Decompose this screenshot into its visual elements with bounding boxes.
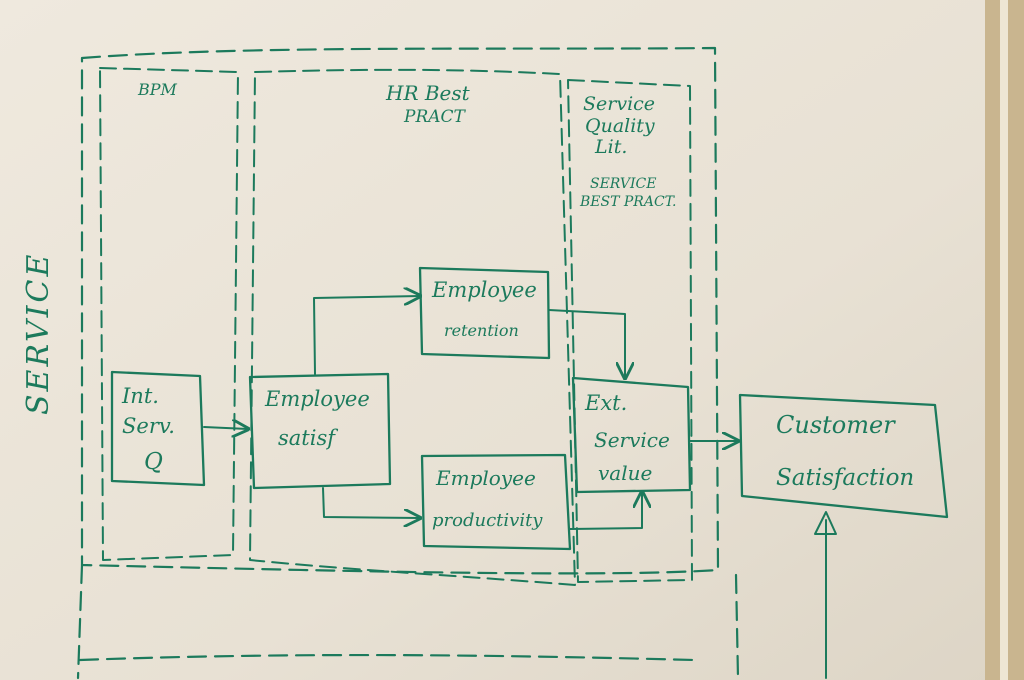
bpm-region-label: BPM — [137, 80, 178, 99]
arrow-empsatisf-to-productivity — [322, 487, 420, 518]
outer-service-boundary-extension — [76, 563, 740, 680]
arrow-bottom-to-customer-head — [814, 511, 837, 535]
side-label-service: SERVICE — [21, 252, 56, 415]
service-quality-label-line2: Quality — [585, 115, 655, 137]
emp-retention-label-line1: Employee — [431, 278, 537, 302]
ext-service-label-line1: Ext. — [584, 391, 627, 415]
int-serv-label-line1: Int. — [121, 384, 159, 408]
cust-satisf-label-line2: Satisfaction — [776, 465, 914, 491]
emp-productivity-label-line1: Employee — [435, 466, 536, 490]
outer-service-boundary — [80, 46, 720, 575]
hr-region-label-line1: HR Best — [385, 81, 471, 105]
hr-region-boundary — [249, 68, 576, 586]
cust-satisf-label-line1: Customer — [776, 411, 896, 439]
service-quality-label-line1: Service — [583, 93, 655, 115]
cust-satisf-box — [738, 393, 949, 519]
emp-retention-label-line2: retention — [444, 321, 519, 340]
arrow-productivity-to-extservice — [569, 492, 642, 530]
emp-satisf-label-line2: satisf — [278, 426, 338, 450]
arrow-intserv-to-empsatisf — [203, 427, 248, 429]
bpm-region-boundary — [99, 67, 239, 561]
board-frame-highlight — [1000, 0, 1008, 680]
emp-productivity-box — [420, 453, 572, 551]
emp-satisf-label-line1: Employee — [264, 387, 370, 411]
paper-background — [0, 0, 1000, 680]
ext-service-box — [571, 376, 692, 494]
int-serv-box — [110, 370, 206, 487]
ext-service-label-line2: Service — [594, 428, 670, 452]
lower-region-boundary — [78, 653, 697, 662]
emp-productivity-label-line2: productivity — [432, 510, 543, 531]
arrow-retention-to-extservice — [548, 309, 625, 378]
service-best-label-line2: BEST PRACT. — [579, 194, 676, 210]
hr-region-label-line2: PRACT — [403, 107, 467, 127]
ext-service-label-line3: value — [598, 461, 652, 485]
int-serv-label-line3: Q — [144, 449, 163, 475]
service-best-label-line1: SERVICE — [590, 176, 656, 192]
arrow-empsatisf-to-retention — [313, 296, 420, 375]
service-quality-label-line3: Lit. — [594, 136, 627, 158]
emp-satisf-box — [248, 372, 392, 490]
emp-retention-box — [418, 266, 551, 360]
int-serv-label-line2: Serv. — [122, 414, 175, 438]
